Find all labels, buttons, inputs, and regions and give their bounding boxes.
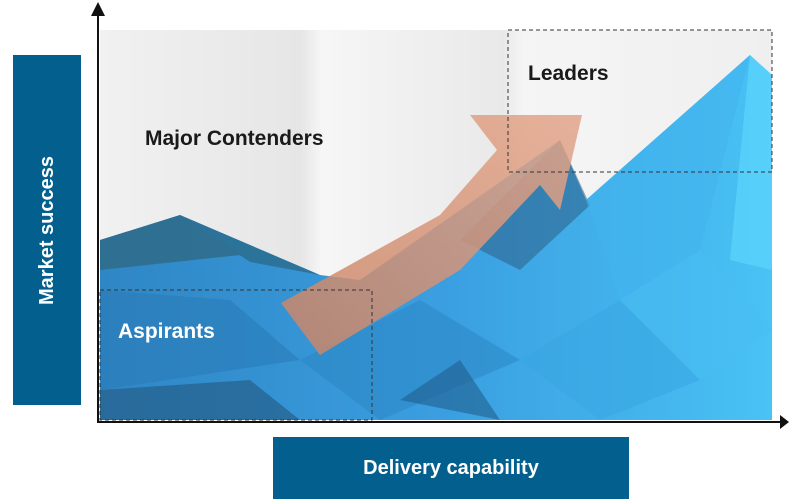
- x-axis-label: Delivery capability: [363, 456, 539, 479]
- aspirants-region: [99, 289, 373, 421]
- up-right-arrow-icon: [281, 115, 582, 355]
- aspirants-label: Aspirants: [118, 320, 215, 343]
- major-contenders-label: Major Contenders: [145, 127, 324, 150]
- y-axis-label: Market success: [35, 155, 58, 305]
- leaders-label: Leaders: [528, 62, 609, 85]
- y-axis-arrowhead: [91, 2, 105, 16]
- x-axis-label-box: Delivery capability: [273, 437, 629, 499]
- y-axis-label-box: Market success: [13, 55, 81, 405]
- x-axis-arrowhead: [780, 415, 789, 429]
